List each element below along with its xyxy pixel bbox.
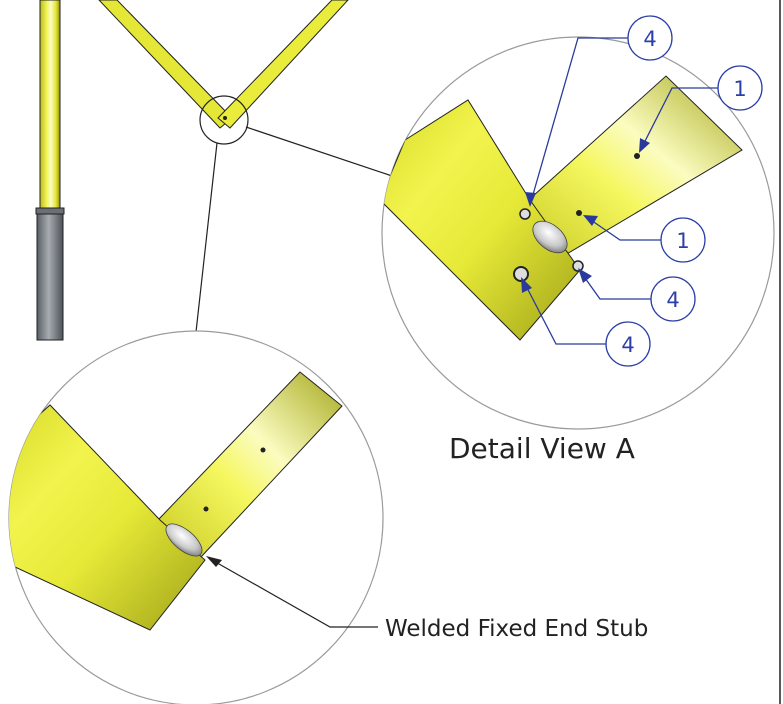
detail-a-hole-2	[576, 210, 582, 216]
detail-view-a-label: Detail View A	[449, 432, 635, 465]
detail-weld-hole-1	[260, 447, 266, 453]
balloon-mid-1: 1	[583, 215, 706, 263]
weld-leader-arrow	[206, 556, 222, 567]
detail-a-leader-1	[245, 126, 399, 179]
balloon-bottom-4: 4	[521, 277, 651, 367]
main-assembly	[35, 0, 399, 341]
balloon-top-4-text: 4	[643, 27, 656, 51]
balloon-bottom-4-text: 4	[621, 333, 634, 357]
detail-a-leader-2	[195, 142, 218, 333]
post-collar	[35, 207, 65, 215]
weld-label: Welded Fixed End Stub	[385, 616, 648, 642]
detail-a-callout-circle	[199, 95, 249, 145]
balloon-mid-1-text: 1	[676, 229, 689, 253]
detail-view-weld: Welded Fixed End Stub	[8, 330, 648, 704]
detail-a-hole-1	[634, 153, 640, 159]
joint-dot	[223, 116, 227, 120]
detail-a-bolt-3	[513, 266, 529, 282]
weld-leader	[211, 559, 378, 628]
detail-weld-bead	[165, 523, 203, 557]
vertical-pipe	[39, 0, 61, 211]
balloon-top-4: 4	[525, 15, 673, 207]
detail-weld-hole-2	[203, 506, 209, 512]
detail-a-bolt-1	[519, 208, 531, 220]
detail-view-a: 4 1 1 4 4 Detail View A	[381, 15, 775, 465]
balloon-top-1-text: 1	[733, 77, 746, 101]
right-diagonal-pipe	[217, 0, 349, 129]
balloon-right-4-text: 4	[666, 288, 679, 312]
left-diagonal-pipe	[98, 0, 233, 129]
detail-weld-large-pipe	[9, 404, 206, 631]
detail-a-weld-bead	[532, 220, 568, 254]
balloon-right-4: 4	[578, 268, 696, 322]
balloon-top-1: 1	[639, 65, 763, 153]
detail-a-bolt-2	[572, 260, 584, 272]
post-sleeve	[36, 207, 64, 341]
